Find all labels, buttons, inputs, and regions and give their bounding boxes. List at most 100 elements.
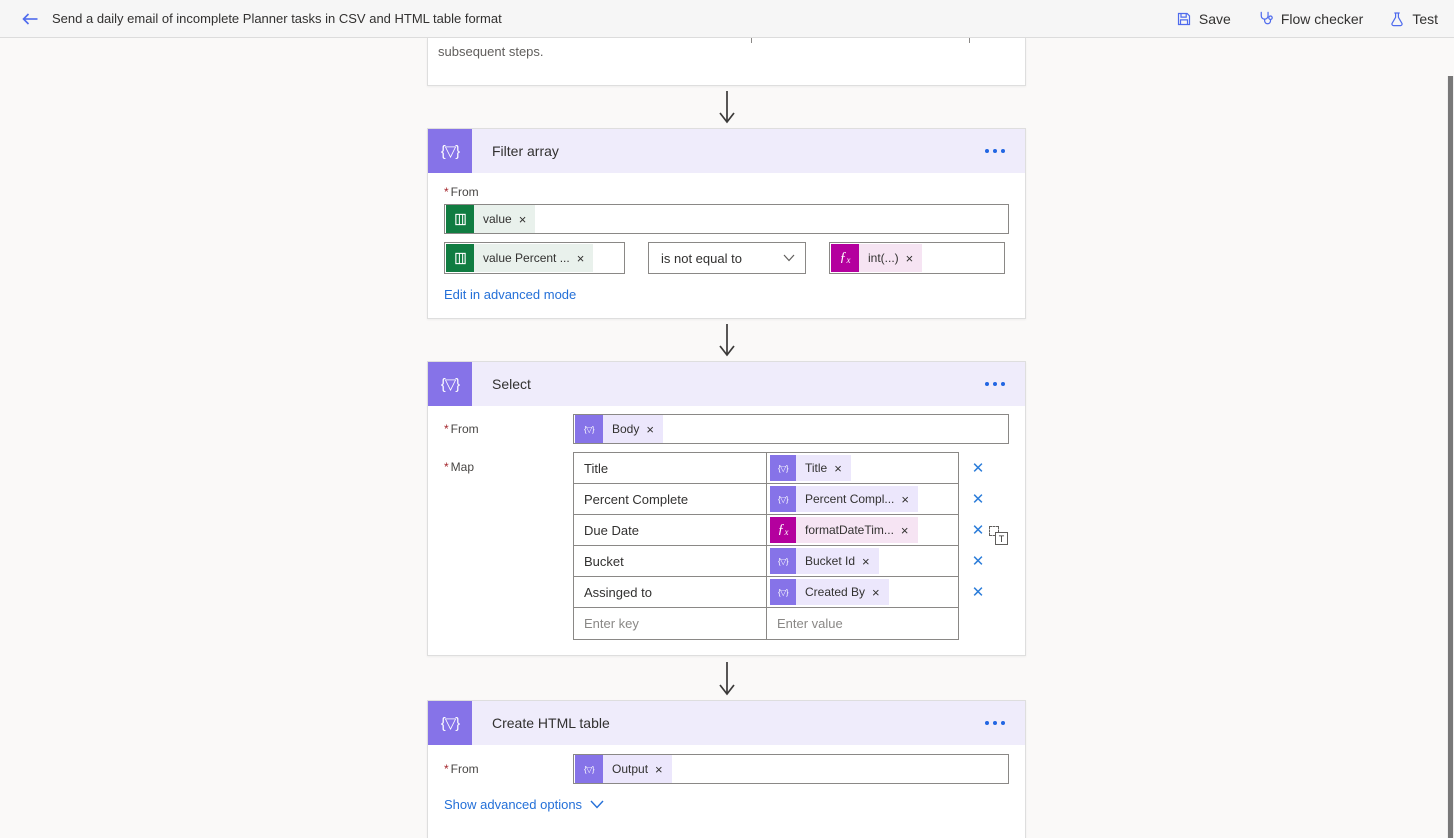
ellipsis-dot	[985, 382, 989, 386]
remove-token-icon[interactable]	[519, 212, 527, 227]
delete-row-button[interactable]: ✕	[971, 521, 985, 539]
remove-token-icon[interactable]	[901, 492, 909, 507]
select-header[interactable]: {▽} Select	[428, 362, 1025, 406]
condition-right-operand[interactable]: int(...)	[829, 242, 1005, 274]
scrollbar-thumb[interactable]	[1448, 76, 1453, 838]
ellipsis-dot	[1001, 721, 1005, 725]
create-table-from-input[interactable]: {▽} Output	[573, 754, 1009, 784]
remove-token-icon[interactable]	[834, 461, 842, 476]
planner-connector-icon	[446, 205, 474, 233]
remove-token-icon[interactable]	[872, 585, 880, 600]
token-value-percent[interactable]: value Percent ...	[446, 244, 594, 272]
test-button[interactable]: Test	[1389, 11, 1438, 27]
token-formatdatetime-expression[interactable]: formatDateTim...	[770, 517, 918, 543]
token-label: Output	[612, 762, 649, 776]
flow-checker-label: Flow checker	[1280, 10, 1364, 27]
create-html-table-header[interactable]: {▽} Create HTML table	[428, 701, 1025, 745]
from-field-label: *From	[444, 422, 479, 436]
chevron-down-icon	[590, 800, 604, 809]
truncated-step-text: subsequent steps.	[438, 44, 544, 59]
save-button[interactable]: Save	[1176, 11, 1231, 27]
dynamic-content-icon: {▽}	[770, 548, 796, 574]
map-key-cell[interactable]: Percent Complete	[574, 484, 767, 514]
map-value-cell[interactable]: {▽} Created By	[767, 577, 958, 607]
condition-left-operand[interactable]: value Percent ...	[444, 242, 625, 274]
map-key-cell[interactable]: Due Date	[574, 515, 767, 545]
map-row-empty: Enter key Enter value	[574, 608, 958, 639]
select-card: {▽} Select *From {▽} Body *Map	[427, 361, 1026, 656]
ellipsis-dot	[985, 149, 989, 153]
token-expression[interactable]: int(...)	[831, 244, 923, 272]
edit-advanced-mode-link[interactable]: Edit in advanced mode	[444, 287, 577, 302]
more-actions-button[interactable]	[979, 376, 1011, 392]
token-label: int(...)	[868, 251, 899, 265]
text-mode-icon	[989, 526, 999, 536]
show-advanced-options-label: Show advanced options	[444, 797, 583, 812]
back-arrow-icon	[22, 12, 38, 25]
map-key-cell[interactable]: Title	[574, 453, 767, 483]
create-html-table-card: {▽} Create HTML table *From {▽} Output S…	[427, 700, 1026, 838]
delete-row-button[interactable]: ✕	[971, 459, 985, 477]
truncated-step-card[interactable]: subsequent steps.	[427, 38, 1026, 86]
required-asterisk: *	[444, 460, 449, 474]
remove-token-icon[interactable]	[646, 422, 654, 437]
token-label: formatDateTim...	[805, 523, 894, 537]
text-mode-icon: T	[995, 532, 1008, 545]
map-value-cell[interactable]: {▽} Title	[767, 453, 958, 483]
token-title[interactable]: {▽} Title	[770, 455, 851, 481]
filter-from-input[interactable]: value	[444, 204, 1009, 234]
map-value-cell[interactable]: {▽} Bucket Id	[767, 546, 958, 576]
data-operation-icon: {▽}	[428, 129, 472, 173]
map-value-input[interactable]: Enter value	[777, 616, 843, 631]
test-flask-icon	[1391, 11, 1403, 26]
map-value-cell[interactable]: formatDateTim...	[767, 515, 958, 545]
token-percent-complete[interactable]: {▽} Percent Compl...	[770, 486, 918, 512]
operator-value: is not equal to	[661, 250, 742, 266]
remove-token-icon[interactable]	[901, 523, 909, 538]
token-bucket-id[interactable]: {▽} Bucket Id	[770, 548, 879, 574]
delete-row-button[interactable]: ✕	[971, 490, 985, 508]
operator-dropdown[interactable]: is not equal to	[648, 242, 806, 274]
remove-token-icon[interactable]	[577, 251, 585, 266]
token-label: Percent Compl...	[805, 492, 895, 506]
ellipsis-dot	[993, 382, 997, 386]
map-value-cell[interactable]: {▽} Percent Compl...	[767, 484, 958, 514]
remove-token-icon[interactable]	[862, 554, 870, 569]
token-body[interactable]: {▽} Body	[575, 415, 663, 443]
vertical-scrollbar[interactable]	[1447, 76, 1454, 838]
remove-token-icon[interactable]	[906, 251, 914, 266]
remove-token-icon[interactable]	[655, 762, 663, 777]
token-label: Title	[805, 461, 828, 475]
dynamic-content-icon: {▽}	[770, 579, 796, 605]
filter-array-header[interactable]: {▽} Filter array	[428, 129, 1025, 173]
chevron-down-icon	[783, 254, 795, 262]
connector-arrow	[427, 319, 1026, 361]
show-advanced-options-link[interactable]: Show advanced options	[444, 797, 604, 812]
token-label: value Percent ...	[483, 251, 570, 265]
flow-checker-button[interactable]: Flow checker	[1257, 10, 1363, 27]
token-label: Bucket Id	[805, 554, 856, 568]
cutoff-field-border	[751, 38, 752, 43]
create-html-table-title: Create HTML table	[492, 715, 610, 731]
map-key-cell[interactable]: Bucket	[574, 546, 767, 576]
required-asterisk: *	[444, 762, 449, 776]
switch-map-to-text-mode-button[interactable]: T	[989, 526, 1009, 546]
map-row: Assinged to {▽} Created By	[574, 577, 958, 608]
map-key-cell[interactable]: Assinged to	[574, 577, 767, 607]
select-from-input[interactable]: {▽} Body	[573, 414, 1009, 444]
more-actions-button[interactable]	[979, 715, 1011, 731]
expression-fx-icon	[831, 244, 859, 272]
dynamic-content-icon: {▽}	[770, 486, 796, 512]
delete-row-button[interactable]: ✕	[971, 552, 985, 570]
map-key-input[interactable]: Enter key	[574, 608, 767, 639]
back-button[interactable]	[16, 5, 44, 33]
ellipsis-dot	[1001, 382, 1005, 386]
cutoff-field-border	[969, 38, 970, 43]
token-value[interactable]: value	[446, 205, 536, 233]
delete-row-button[interactable]: ✕	[971, 583, 985, 601]
token-output[interactable]: {▽} Output	[575, 755, 672, 783]
more-actions-button[interactable]	[979, 143, 1011, 159]
token-created-by[interactable]: {▽} Created By	[770, 579, 889, 605]
required-asterisk: *	[444, 185, 449, 199]
save-icon	[1177, 12, 1191, 25]
